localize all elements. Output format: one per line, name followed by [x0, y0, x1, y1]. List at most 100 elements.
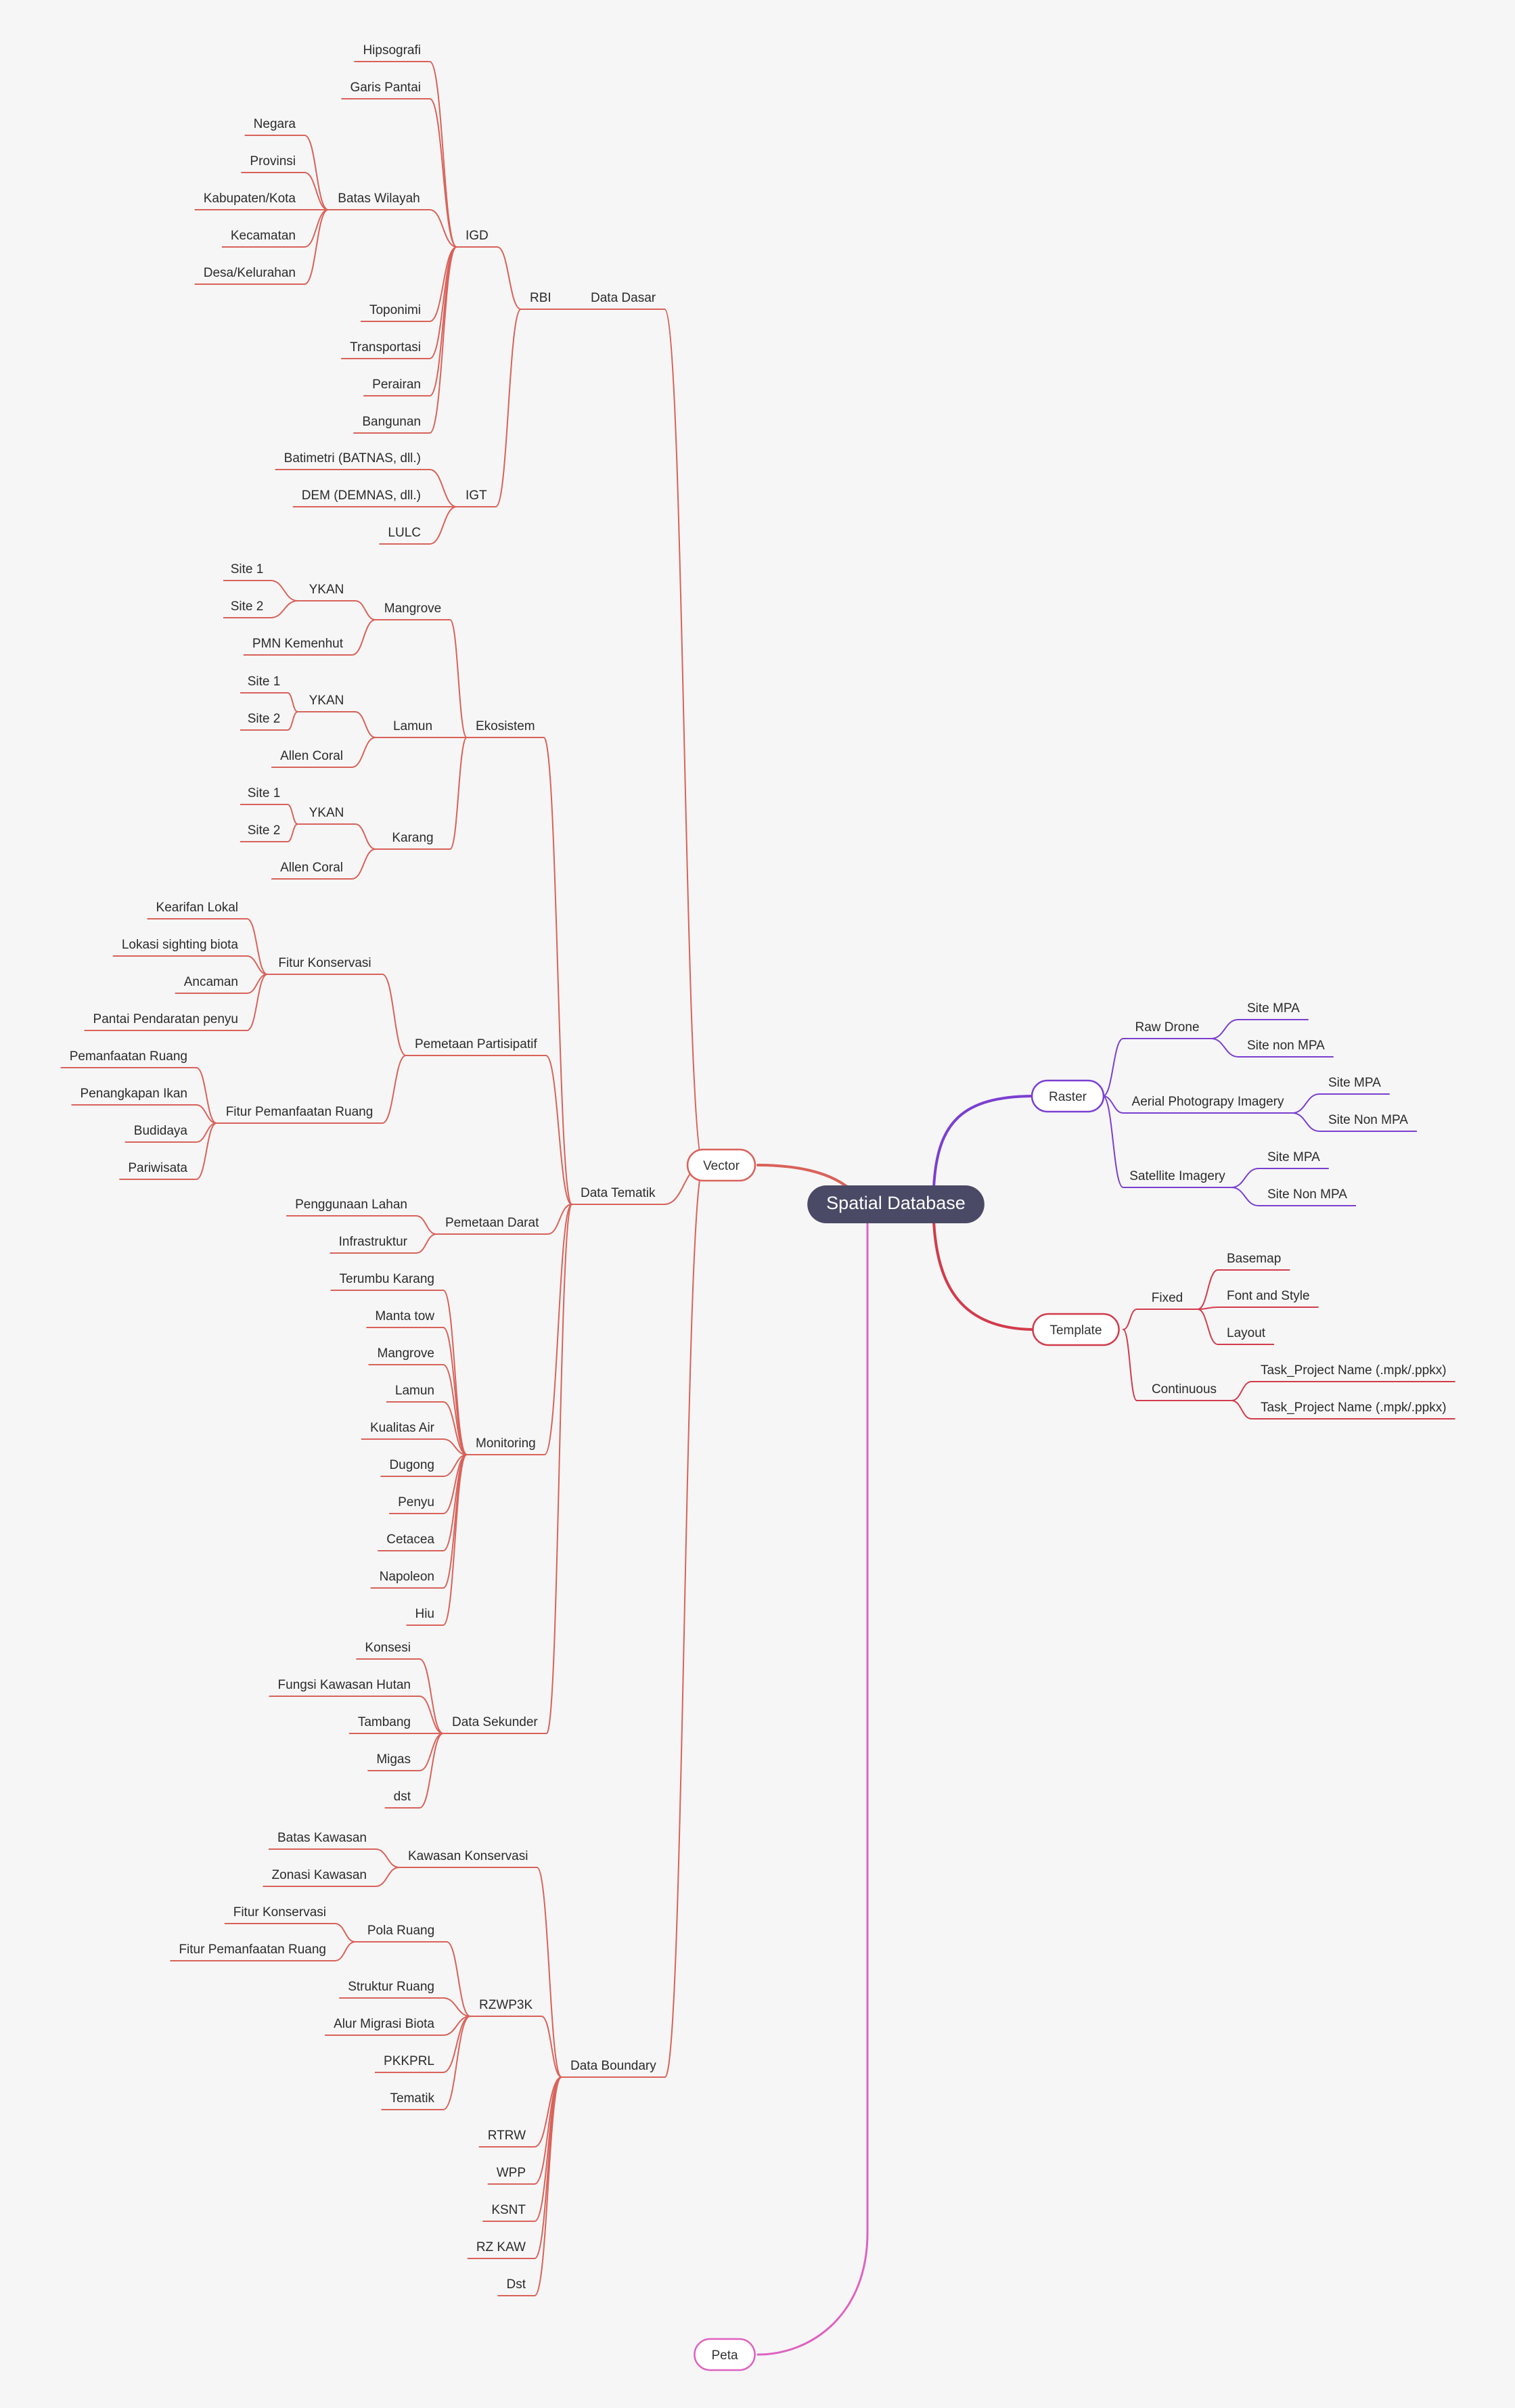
node-satellite-imagery[interactable]: Satellite Imagery [1129, 1169, 1225, 1183]
node-lulc[interactable]: LULC [388, 526, 421, 540]
node-zonasi-kawasan[interactable]: Zonasi Kawasan [272, 1868, 367, 1882]
node-toponimi[interactable]: Toponimi [369, 303, 421, 317]
node-kabupaten-kota[interactable]: Kabupaten/Kota [204, 191, 296, 206]
node-data-boundary[interactable]: Data Boundary [570, 2059, 656, 2073]
node-cetacea[interactable]: Cetacea [386, 1532, 434, 1547]
node-fitur-pemanfaatan-ruang[interactable]: Fitur Pemanfaatan Ruang [226, 1105, 374, 1119]
node-kecamatan[interactable]: Kecamatan [231, 229, 296, 243]
node-pemetaan-partisipatif[interactable]: Pemetaan Partisipatif [415, 1037, 537, 1051]
node-layout[interactable]: Layout [1227, 1326, 1266, 1340]
node-hiu[interactable]: Hiu [415, 1607, 434, 1621]
node-lamun[interactable]: Lamun [395, 1384, 434, 1398]
node-batimetri-batnas-dll[interactable]: Batimetri (BATNAS, dll.) [284, 451, 421, 465]
node-fungsi-kawasan-hutan[interactable]: Fungsi Kawasan Hutan [278, 1678, 411, 1692]
node-dugong[interactable]: Dugong [389, 1458, 434, 1472]
node-infrastruktur[interactable]: Infrastruktur [339, 1235, 408, 1249]
node-site-non-mpa[interactable]: Site Non MPA [1267, 1187, 1347, 1202]
node-task-project-name-mpk-ppkx[interactable]: Task_Project Name (.mpk/.ppkx) [1261, 1363, 1447, 1378]
peta-pill[interactable] [694, 2338, 756, 2371]
node-data-tematik[interactable]: Data Tematik [581, 1186, 656, 1200]
vector-pill[interactable] [686, 1148, 756, 1182]
node-site-1[interactable]: Site 1 [248, 786, 281, 800]
node-pola-ruang[interactable]: Pola Ruang [367, 1924, 434, 1938]
node-penggunaan-lahan[interactable]: Penggunaan Lahan [295, 1198, 407, 1212]
node-budidaya[interactable]: Budidaya [134, 1124, 188, 1138]
node-transportasi[interactable]: Transportasi [350, 340, 421, 355]
node-ksnt[interactable]: KSNT [491, 2203, 526, 2217]
node-site-2[interactable]: Site 2 [231, 599, 264, 614]
node-data-dasar[interactable]: Data Dasar [591, 291, 656, 305]
node-kawasan-konservasi[interactable]: Kawasan Konservasi [408, 1849, 528, 1863]
node-lokasi-sighting-biota[interactable]: Lokasi sighting biota [122, 938, 239, 952]
node-pariwisata[interactable]: Pariwisata [128, 1161, 187, 1175]
node-garis-pantai[interactable]: Garis Pantai [350, 81, 421, 95]
node-hipsografi[interactable]: Hipsografi [363, 43, 421, 58]
node-kearifan-lokal[interactable]: Kearifan Lokal [156, 901, 238, 915]
node-fixed[interactable]: Fixed [1152, 1291, 1183, 1305]
node-mangrove[interactable]: Mangrove [378, 1346, 435, 1361]
node-font-and-style[interactable]: Font and Style [1227, 1289, 1310, 1303]
node-perairan[interactable]: Perairan [372, 378, 421, 392]
node-rbi[interactable]: RBI [530, 291, 551, 305]
node-ancaman[interactable]: Ancaman [184, 975, 238, 989]
node-basemap[interactable]: Basemap [1227, 1252, 1281, 1266]
node-kualitas-air[interactable]: Kualitas Air [370, 1421, 435, 1435]
node-napoleon[interactable]: Napoleon [380, 1570, 434, 1584]
node-allen-coral[interactable]: Allen Coral [280, 749, 343, 763]
node-pemanfaatan-ruang[interactable]: Pemanfaatan Ruang [70, 1049, 187, 1064]
node-igt[interactable]: IGT [466, 489, 487, 503]
node-fitur-pemanfaatan-ruang[interactable]: Fitur Pemanfaatan Ruang [179, 1943, 326, 1957]
node-pkkprl[interactable]: PKKPRL [384, 2054, 434, 2068]
node-pemetaan-darat[interactable]: Pemetaan Darat [445, 1216, 539, 1230]
node-ekosistem[interactable]: Ekosistem [476, 719, 535, 733]
node-tematik[interactable]: Tematik [390, 2091, 435, 2106]
node-rzwp3k[interactable]: RZWP3K [479, 1998, 533, 2012]
node-site-1[interactable]: Site 1 [248, 675, 281, 689]
raster-pill[interactable] [1031, 1079, 1105, 1113]
node-tambang[interactable]: Tambang [358, 1715, 411, 1729]
node-igd[interactable]: IGD [466, 229, 489, 243]
node-alur-migrasi-biota[interactable]: Alur Migrasi Biota [334, 2017, 434, 2031]
node-wpp[interactable]: WPP [497, 2166, 526, 2180]
node-lamun[interactable]: Lamun [393, 719, 432, 733]
node-dst[interactable]: Dst [507, 2277, 526, 2292]
node-site-non-mpa[interactable]: Site non MPA [1247, 1039, 1325, 1053]
node-negara[interactable]: Negara [254, 117, 296, 131]
node-desa-kelurahan[interactable]: Desa/Kelurahan [204, 266, 296, 280]
node-batas-kawasan[interactable]: Batas Kawasan [277, 1831, 367, 1845]
node-raw-drone[interactable]: Raw Drone [1135, 1020, 1199, 1035]
node-site-2[interactable]: Site 2 [248, 823, 281, 838]
node-rtrw[interactable]: RTRW [488, 2129, 526, 2143]
node-karang[interactable]: Karang [392, 831, 433, 845]
node-bangunan[interactable]: Bangunan [362, 415, 421, 429]
node-site-mpa[interactable]: Site MPA [1247, 1001, 1300, 1016]
node-ykan[interactable]: YKAN [309, 583, 344, 597]
node-site-non-mpa[interactable]: Site Non MPA [1328, 1113, 1408, 1127]
node-fitur-konservasi[interactable]: Fitur Konservasi [278, 956, 371, 970]
node-dst[interactable]: dst [394, 1790, 411, 1804]
node-batas-wilayah[interactable]: Batas Wilayah [338, 191, 420, 206]
node-site-mpa[interactable]: Site MPA [1267, 1150, 1320, 1164]
node-pmn-kemenhut[interactable]: PMN Kemenhut [252, 637, 344, 651]
node-terumbu-karang[interactable]: Terumbu Karang [340, 1272, 434, 1286]
node-manta-tow[interactable]: Manta tow [375, 1309, 434, 1323]
node-fitur-konservasi[interactable]: Fitur Konservasi [233, 1905, 326, 1919]
node-penangkapan-ikan[interactable]: Penangkapan Ikan [81, 1087, 187, 1101]
node-pantai-pendaratan-penyu[interactable]: Pantai Pendaratan penyu [93, 1012, 238, 1026]
node-provinsi[interactable]: Provinsi [250, 154, 296, 168]
node-task-project-name-mpk-ppkx[interactable]: Task_Project Name (.mpk/.ppkx) [1261, 1401, 1447, 1415]
node-continuous[interactable]: Continuous [1152, 1382, 1217, 1396]
node-ykan[interactable]: YKAN [309, 806, 344, 820]
node-allen-coral[interactable]: Allen Coral [280, 861, 343, 875]
node-site-mpa[interactable]: Site MPA [1328, 1076, 1381, 1090]
node-site-2[interactable]: Site 2 [248, 712, 281, 726]
node-site-1[interactable]: Site 1 [231, 562, 264, 576]
root-pill[interactable] [807, 1185, 985, 1223]
node-ykan[interactable]: YKAN [309, 694, 344, 708]
node-data-sekunder[interactable]: Data Sekunder [452, 1715, 538, 1729]
node-monitoring[interactable]: Monitoring [476, 1436, 536, 1451]
node-migas[interactable]: Migas [376, 1752, 411, 1767]
node-mangrove[interactable]: Mangrove [384, 601, 442, 616]
node-konsesi[interactable]: Konsesi [365, 1641, 411, 1655]
node-struktur-ruang[interactable]: Struktur Ruang [348, 1980, 434, 1994]
